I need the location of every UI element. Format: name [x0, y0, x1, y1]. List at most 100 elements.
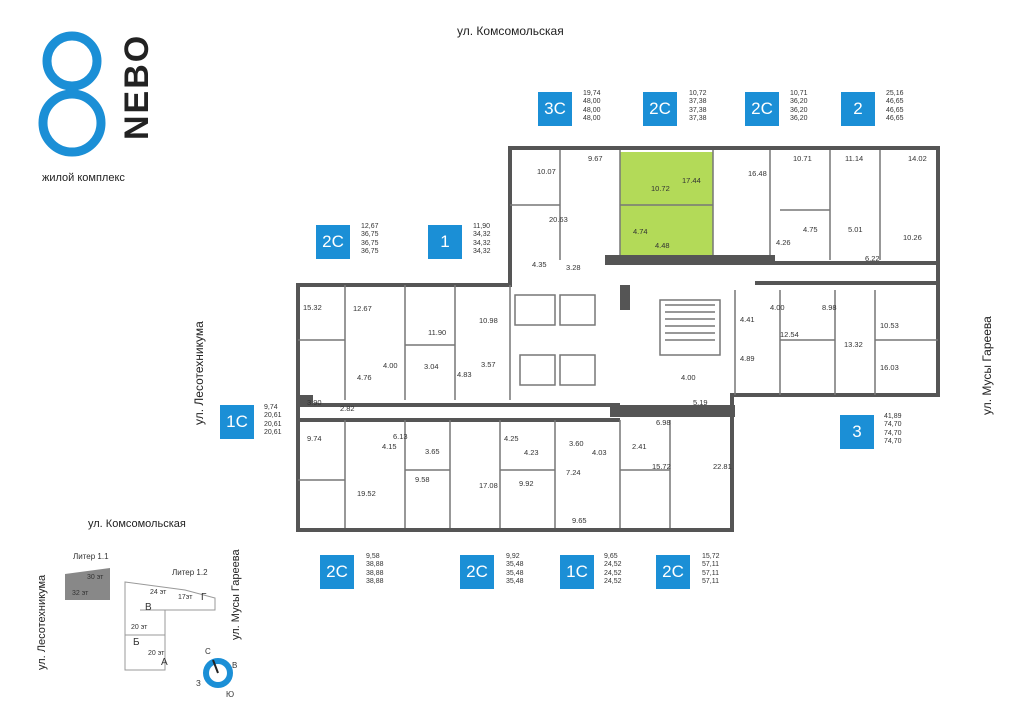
compass-n: С: [205, 647, 211, 656]
mini-street-top: ул. Комсомольская: [88, 518, 186, 530]
room-area-label: 9.58: [415, 475, 430, 484]
room-area-label: 4.41: [740, 315, 755, 324]
room-area-label: 10.53: [880, 321, 899, 330]
room-area-label: 4.00: [383, 361, 398, 370]
compass-icon: [203, 658, 233, 688]
room-area-label: 4.23: [524, 448, 539, 457]
logo-eight: [38, 31, 106, 157]
street-top: ул. Комсомольская: [457, 24, 564, 38]
plan-outline: [296, 146, 940, 532]
mini-floor-20b: 20 эт: [148, 650, 165, 657]
room-area-label: 4.83: [457, 370, 472, 379]
mini-street-left: ул. Лесотехникума: [36, 574, 48, 670]
mini-floor-20a: 20 эт: [131, 624, 148, 631]
badge-apartment-4[interactable]: 2: [841, 92, 875, 126]
compass-w: З: [196, 679, 201, 688]
room-area-label: 22.81: [713, 462, 732, 471]
room-area-label: 10.98: [479, 316, 498, 325]
room-area-label: 9.65: [572, 516, 587, 525]
room-area-label: 4.00: [770, 303, 785, 312]
room-area-label: 16.48: [748, 169, 767, 178]
room-area-label: 3.04: [424, 362, 439, 371]
room-area-label: 17.44: [682, 176, 701, 185]
badge-apartment-6[interactable]: 1: [428, 225, 462, 259]
room-area-label: 10.26: [903, 233, 922, 242]
badge-apartment-7[interactable]: 1С: [220, 405, 254, 439]
mini-block-b: Б: [133, 637, 140, 648]
room-area-label: 10.71: [793, 154, 812, 163]
mini-floor-30: 30 эт: [87, 574, 104, 581]
mini-map: [65, 568, 216, 671]
room-area-label: 8.98: [822, 303, 837, 312]
room-area-label: 4.74: [633, 227, 648, 236]
room-area-label: 6.98: [656, 418, 671, 427]
room-area-label: 9.67: [588, 154, 603, 163]
room-area-label: 19.52: [357, 489, 376, 498]
room-area-label: 9.92: [519, 479, 534, 488]
badge-apartment-9[interactable]: 2С: [320, 555, 354, 589]
room-area-label: 5.01: [848, 225, 863, 234]
mini-liter-2: Литер 1.2: [172, 568, 208, 577]
room-area-label: 3.65: [425, 447, 440, 456]
badge-apartment-10[interactable]: 2С: [460, 555, 494, 589]
room-area-label: 4.25: [504, 434, 519, 443]
mini-floor-32: 32 эт: [72, 590, 89, 597]
room-area-label: 4.26: [776, 238, 791, 247]
compass-s: Ю: [226, 690, 235, 699]
room-area-label: 12.67: [353, 304, 372, 313]
room-area-label: 2.41: [632, 442, 647, 451]
badge-apartment-8[interactable]: 3: [840, 415, 874, 449]
room-area-label: 3.90: [307, 398, 322, 407]
room-area-label: 15.72: [652, 462, 671, 471]
room-area-label: 6.22: [865, 254, 880, 263]
room-area-label: 3.57: [481, 360, 496, 369]
mini-block-g: Г: [201, 592, 207, 603]
room-area-label: 4.00: [681, 373, 696, 382]
room-area-label: 6.13: [393, 432, 408, 441]
badge-apartment-1[interactable]: 3С: [538, 92, 572, 126]
room-area-label: 12.54: [780, 330, 799, 339]
badge-apartment-3[interactable]: 2С: [745, 92, 779, 126]
room-area-label: 10.07: [537, 167, 556, 176]
room-area-label: 4.89: [740, 354, 755, 363]
room-area-label: 4.48: [655, 241, 670, 250]
room-area-label: 14.02: [908, 154, 927, 163]
room-area-label: 16.03: [880, 363, 899, 372]
room-area-label: 13.32: [844, 340, 863, 349]
badge-apartment-12[interactable]: 2С: [656, 555, 690, 589]
room-area-label: 7.24: [566, 468, 581, 477]
badge-apartment-2[interactable]: 2С: [643, 92, 677, 126]
room-area-label: 20.63: [549, 215, 568, 224]
room-area-label: 4.75: [803, 225, 818, 234]
room-area-label: 2.82: [340, 404, 355, 413]
mini-floor-24: 24 эт: [150, 589, 167, 596]
compass-e: В: [232, 661, 238, 670]
room-area-label: 11.90: [428, 328, 447, 337]
badge-apartment-11[interactable]: 1С: [560, 555, 594, 589]
room-area-label: 4.35: [532, 260, 547, 269]
room-area-label: 3.28: [566, 263, 581, 272]
room-area-label: 5.19: [693, 398, 708, 407]
mini-floor-17: 17эт: [178, 594, 193, 601]
room-area-label: 11.14: [845, 154, 864, 163]
room-area-label: 4.15: [382, 442, 397, 451]
room-area-label: 17.08: [479, 481, 498, 490]
room-area-label: 4.03: [592, 448, 607, 457]
room-area-label: 15.32: [303, 303, 322, 312]
mini-block-a: А: [161, 657, 168, 668]
mini-block-v: В: [145, 602, 152, 613]
badge-apartment-5[interactable]: 2С: [316, 225, 350, 259]
